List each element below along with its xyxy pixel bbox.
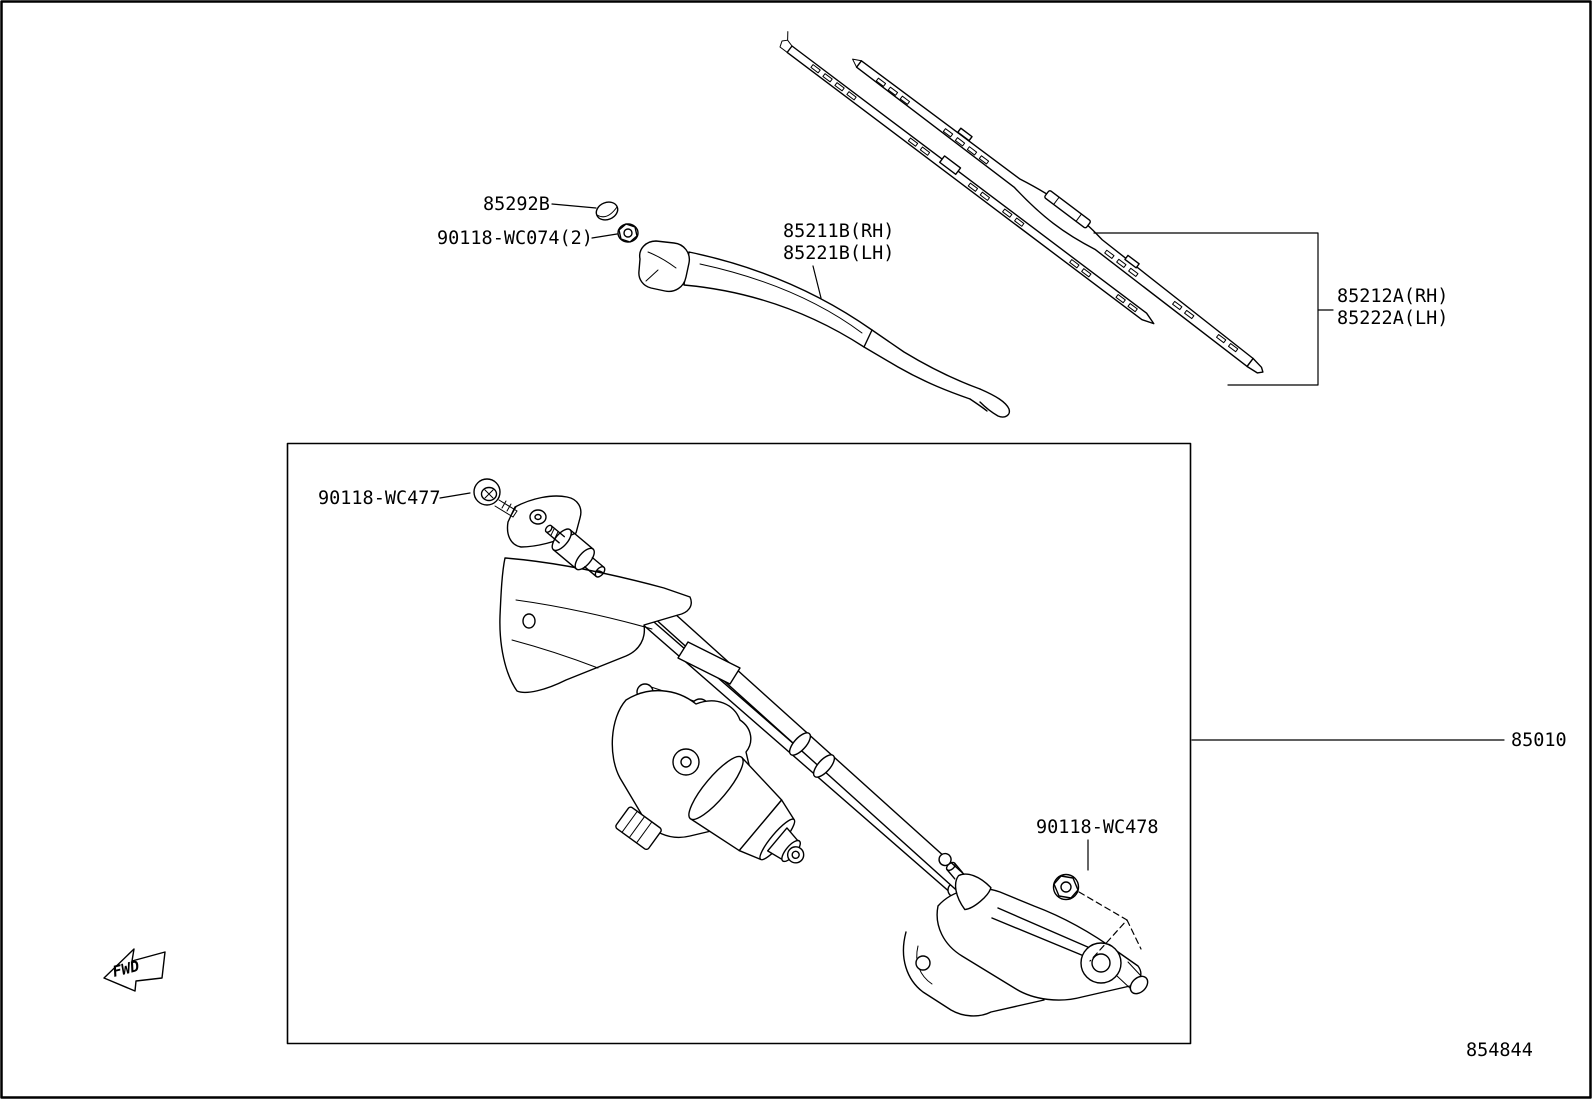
wiper-motor [611,689,805,864]
frame-tube [641,594,1017,934]
leader-pivot-bolt [439,492,471,499]
blade-part-number-rh[interactable]: 85212A(RH) [1337,286,1448,307]
figure-number: 854844 [1466,1040,1533,1061]
wiper-motor-linkage-assembly [499,495,1149,1017]
motor-link-assembly-part-number[interactable]: 85010 [1511,730,1567,751]
leader-pivot-cap [551,203,597,209]
left-pivot-shaft [506,495,606,578]
leader-linkage-nut-dashed-2 [1126,919,1142,950]
fwd-arrow: FWD [103,948,166,992]
left-mount-bracket [499,557,692,694]
pivot-boot [938,852,992,911]
leader-arm-nut [591,233,618,239]
pivot-cap-part-number[interactable]: 85292B [483,194,550,215]
assembly-boundary-box [286,442,1192,1045]
arm-nut [617,223,639,243]
pivot-bolt [473,478,518,518]
wiper-arm [638,240,1011,418]
motor-connector [615,806,662,851]
fwd-arrow-shape [103,948,166,992]
linkage-nut [1052,873,1080,901]
leader-blade-bracket [1093,232,1319,386]
linkage-nut-part-number[interactable]: 90118-WC478 [1036,817,1159,838]
right-pivot-housing [902,852,1149,1017]
leader-lines [439,203,1505,962]
wiper-blade [779,31,1264,374]
leader-wiper-arm [812,265,822,299]
part-number-labels: 85292B 90118-WC074(2) 85211B(RH) 85221B(… [318,194,1567,838]
wiper-arm-part-number-rh[interactable]: 85211B(RH) [783,221,894,242]
wiper-arm-part-number-lh[interactable]: 85221B(LH) [783,243,894,264]
pivot-bolt-part-number[interactable]: 90118-WC477 [318,488,441,509]
arm-nut-part-number[interactable]: 90118-WC074(2) [437,228,593,249]
pivot-cap [595,201,619,221]
blade-part-number-lh[interactable]: 85222A(LH) [1337,308,1448,329]
